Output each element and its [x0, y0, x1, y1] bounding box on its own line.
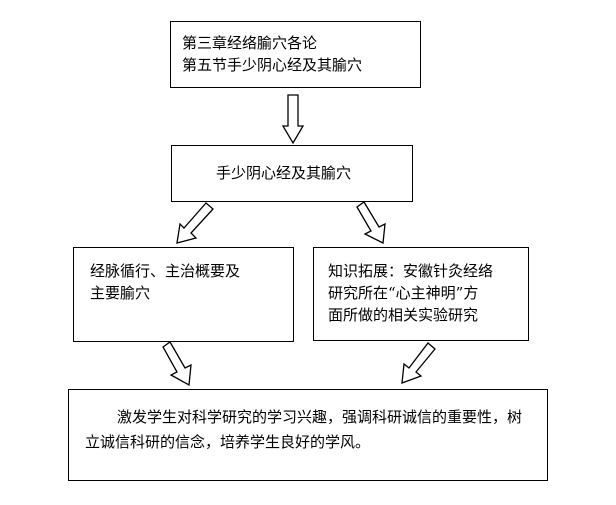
extension-box: 知识拓展：安徽针灸经络 研究所在“心主神明”方 面所做的相关实验研究	[313, 247, 529, 341]
chapter-title: 第三章经络腧穴各论	[182, 34, 318, 52]
main-topic-label: 手少阴心经及其腧穴	[216, 164, 352, 182]
arrow-down-left-icon	[401, 342, 436, 384]
arrow-down-icon	[281, 94, 305, 145]
extension-line-2: 研究所在“心主神明”方	[328, 284, 479, 302]
section-title: 第五节手少阴心经及其腧穴	[182, 56, 363, 74]
content-line-1: 经脉循行、主治概要及	[90, 262, 241, 280]
content-box: 经脉循行、主治概要及 主要腧穴	[73, 247, 294, 342]
extension-line-1: 知识拓展：安徽针灸经络	[328, 262, 494, 280]
content-line-2: 主要腧穴	[90, 284, 151, 302]
goal-box: 激发学生对科学研究的学习兴趣，强调科研诚信的重要性，树立诚信科研的信念，培养学生…	[68, 389, 548, 481]
arrow-down-left-icon	[176, 202, 214, 244]
title-box: 第三章经络腧穴各论 第五节手少阴心经及其腧穴	[170, 21, 421, 88]
arrow-down-right-icon	[162, 341, 192, 387]
goal-text: 激发学生对科学研究的学习兴趣，强调科研诚信的重要性，树立诚信科研的信念，培养学生…	[85, 408, 523, 451]
main-topic-box: 手少阴心经及其腧穴	[171, 145, 413, 202]
arrow-down-right-icon	[356, 201, 386, 245]
extension-line-3: 面所做的相关实验研究	[328, 306, 479, 324]
